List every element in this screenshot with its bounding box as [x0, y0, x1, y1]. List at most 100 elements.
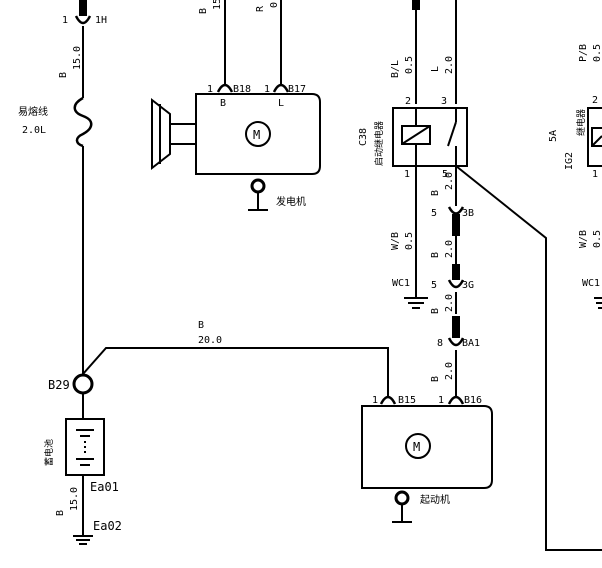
connector-1h-pin: 1 — [62, 15, 68, 26]
wire-3g-ba1-size: 2.0 — [444, 294, 455, 312]
wire-3g-ba1-color: B — [430, 308, 441, 314]
relay-pin3-label: 3 — [441, 96, 447, 107]
relay-ground-label: WC1 — [392, 278, 410, 289]
wire-ba1-starter-color: B — [430, 376, 441, 382]
fusible-link-symbol — [73, 96, 93, 148]
starter: 1 B15 1 B16 M 起动机 — [361, 395, 493, 523]
relay-wire-pin1-color: W/B — [390, 232, 401, 250]
connector-3b-cup — [447, 206, 465, 215]
relay-code: C38 — [358, 128, 369, 146]
starter-pin-b16-num: 1 — [438, 395, 444, 406]
right-relay-label: 继电器 — [575, 109, 587, 136]
generator-ground-terminal — [250, 178, 266, 194]
starter-connector-b16 — [447, 395, 465, 405]
relay-wire-pin1-size: 0.5 — [404, 232, 415, 250]
generator-connector-b17 — [272, 83, 290, 93]
wire-b29-b15 — [82, 347, 389, 396]
wire-1h-size: 15.0 — [72, 46, 83, 70]
wire-3b-3g-color: B — [430, 252, 441, 258]
main-wire-b29-b15: B 20.0 — [82, 320, 389, 396]
right-relay-pin1: 1 — [592, 169, 598, 180]
connector-ba1-pin: 8 — [437, 338, 443, 349]
right-relay-coil-diagonal — [591, 135, 602, 147]
connector-3b-pin: 5 — [431, 208, 437, 219]
relay-wire-pin5-size: 2.0 — [444, 172, 455, 190]
battery-ground-conn: Ea01 — [90, 480, 119, 494]
right-relay-partial: P/B 0.5 5A IG2 继电器 2 1 W/B 0.5 WC1 — [548, 44, 602, 309]
connector-ba1-body — [452, 316, 460, 338]
wire-relay-to-right — [455, 165, 602, 551]
generator-pin-l-num: 1 — [264, 84, 270, 95]
generator-label: 发电机 — [276, 195, 306, 208]
generator: B 15 R 0. 1 B18 1 B17 B L M 发电机 — [151, 0, 321, 211]
relay-wire-pin2-size: 0.5 — [404, 56, 415, 74]
battery-label: 蓄电池 — [43, 439, 55, 466]
connector-3b-body — [452, 214, 460, 236]
relay-label: 启动继电器 — [373, 121, 385, 166]
relay-pin5-label: 5 — [442, 169, 448, 180]
connector-3g-cup — [447, 279, 465, 289]
relay-wire-pin5-color: B — [430, 190, 441, 196]
main-wire-color: B — [198, 320, 204, 331]
wire-3b-3g-size: 2.0 — [444, 240, 455, 258]
right-wire-bottom-size: 0.5 — [592, 230, 602, 248]
battery-ground-wire-size: 15.0 — [69, 487, 80, 511]
connector-ba1-cup — [447, 337, 465, 347]
right-relay-fuse: 5A — [548, 130, 559, 142]
generator-pin-b-num: 1 — [207, 84, 213, 95]
generator-shaft — [169, 123, 197, 145]
generator-pin-l-conn: B17 — [288, 84, 306, 95]
starter-pin-b15-conn: B15 — [398, 395, 416, 406]
battery-terminal-b29 — [72, 373, 94, 395]
generator-wire-l-color: R — [255, 5, 266, 12]
relay-wire-pin2-color: B/L — [390, 60, 401, 78]
connector-3b-name: 3B — [462, 208, 474, 219]
right-wire-top-color: P/B — [578, 44, 589, 62]
connector-3g-body — [452, 264, 460, 280]
starter-motor-symbol: M — [413, 440, 420, 454]
starter-label: 起动机 — [420, 493, 450, 506]
generator-wire-b-color: B — [198, 8, 209, 14]
connector-1h-body — [79, 0, 87, 16]
battery-ground-conn2: Ea02 — [93, 519, 122, 533]
relay-pin1-label: 1 — [404, 169, 410, 180]
inline-connectors: 5 3B 5 3G B 2.0 8 BA1 B 2.0 — [430, 206, 480, 396]
starter-connector-b15 — [379, 395, 397, 405]
relay-wire-pin3-color: L — [430, 66, 441, 72]
generator-motor-symbol: M — [253, 128, 260, 142]
generator-wire-l-size: 0. — [269, 0, 280, 8]
starter-motor-circle — [405, 433, 431, 459]
generator-wire-b-size: 15 — [212, 0, 223, 10]
fusible-link-rating: 2.0L — [22, 125, 46, 136]
relay-wire-pin3-size: 2.0 — [444, 56, 455, 74]
right-relay-ground: WC1 — [582, 278, 600, 289]
relay-pin2-label: 2 — [405, 96, 411, 107]
fusible-link-label: 易熔线 — [18, 105, 48, 118]
starter-pin-b16-conn: B16 — [464, 395, 482, 406]
right-relay-coil — [591, 127, 602, 147]
wire-1h-color: B — [58, 72, 69, 78]
main-wire-size: 20.0 — [198, 335, 222, 346]
right-relay-code: IG2 — [564, 152, 575, 170]
generator-pin-b-label: B — [220, 98, 226, 109]
starter-ground-terminal — [394, 490, 410, 506]
right-relay-pin2: 2 — [592, 95, 598, 106]
connector-ba1-name: BA1 — [462, 338, 480, 349]
generator-connector-b18 — [216, 83, 234, 93]
wire-ba1-starter-size: 2.0 — [444, 362, 455, 380]
right-wire-bottom-color: W/B — [578, 230, 589, 248]
fusible-link-circuit: 1 1H B 15.0 易熔线 2.0L — [18, 0, 107, 374]
connector-3g-name: 3G — [462, 280, 474, 291]
start-relay-c38: B/L 0.5 L 2.0 2 3 1 5 C38 启动继电器 W/B 0.5 … — [358, 0, 602, 551]
generator-motor-circle — [245, 121, 271, 147]
connector-1h-cup — [74, 15, 92, 25]
relay-coil-diagonal — [401, 125, 431, 145]
right-wire-top-size: 0.5 — [592, 44, 602, 62]
connector-3g-pin: 5 — [431, 280, 437, 291]
battery-ground-wire-color: B — [55, 510, 66, 516]
generator-pin-l-label: L — [278, 98, 284, 109]
starter-pin-b15-num: 1 — [372, 395, 378, 406]
battery-terminal-label: B29 — [48, 378, 70, 392]
relay-switch-blade — [447, 121, 457, 147]
